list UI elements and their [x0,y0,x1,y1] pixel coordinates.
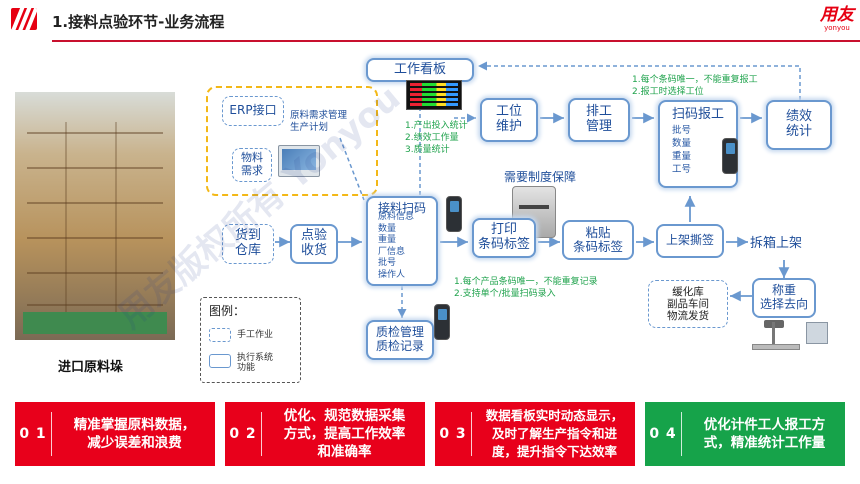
receive-scan-item: 批号 [378,258,397,268]
header-divider [52,40,860,42]
brand-logo: 用友 yonyou [820,6,854,32]
receive-scan-node: 接料扫码 [366,196,438,286]
page-title: 1.接料点验环节-业务流程 [52,13,225,31]
banner-text: 优化、规范数据采集 方式，提高工作效率 和准确率 [283,408,406,460]
computer-icon [278,145,320,177]
legend-manual-label: 手工作业 [237,330,274,340]
system-guarantee-text: 需要制度保障 [504,170,577,184]
shelve-tear-node: 上架撕签 [656,224,724,258]
dashboard-stat-3: 3.质量统计 [405,145,450,155]
raw-material-photo [15,92,175,340]
banner-number: 0 2 [229,426,257,442]
barcode-note-2: 2.报工时选择工位 [632,87,704,97]
handheld-scanner-icon [434,304,450,340]
scan-report-item: 重量 [672,151,692,162]
benefit-banner-1: 0 1 精准掌握原料数据， 减少误差和浪费 [15,402,215,466]
paste-node: 粘贴 条码标签 [562,220,634,260]
qc-node: 质检管理 质检记录 [366,320,434,360]
product-note-2: 2.支持单个/批量扫码录入 [454,289,556,299]
scan-report-item: 工号 [672,164,692,175]
legend-system-swatch [209,354,231,368]
scan-report-item: 数量 [672,138,692,149]
performance-node: 绩效 统计 [766,100,832,150]
computer-icon [806,322,828,344]
erp-region [206,86,378,196]
receive-scan-item: 原料信息 [378,212,415,222]
scan-report-list: 批号 数量 重量 工号 [672,124,691,176]
erp-interface-node: ERP接口 [222,96,284,126]
handheld-scanner-icon [722,138,738,174]
scan-report-item: 批号 [672,125,692,136]
product-note-1: 1.每个产品条码唯一，不能重复记录 [454,277,598,287]
unpack-text: 拆箱上架 [750,236,803,251]
schedule-node: 排工 管理 [568,98,630,142]
weigh-node: 称重 选择去向 [752,278,816,318]
dashboard-stat-1: 1.产出投入统计 [405,121,468,131]
dashboard-stat-2: 2.绩效工作量 [405,133,459,143]
banner-number: 0 1 [19,426,47,442]
buffer-node: 缓化库 副品车间 物流发货 [648,280,728,328]
banner-text: 优化计件工人报工方 式，精准统计工作量 [703,417,826,451]
barcode-note-1: 1.每个条码唯一，不能重复报工 [632,75,758,85]
handheld-scanner-icon [446,196,462,232]
receive-scan-item: 数量 [378,223,397,234]
legend-title: 图例： [209,304,246,318]
photo-caption: 进口原料垛 [58,360,124,375]
banner-number: 0 4 [649,426,677,442]
dashboard-node: 工作看板 [366,58,474,82]
benefit-banner-4: 0 4 优化计件工人报工方 式，精准统计工作量 [645,402,845,466]
receive-scan-item: 操作人 [378,269,406,280]
receive-scan-item: 重量 [378,235,397,245]
banner-number: 0 3 [439,426,467,442]
legend: 图例： 手工作业 执行系统 功能 [200,297,301,383]
material-demand-node: 物料 需求 [232,148,272,182]
product-barcode-note: 1.每个产品条码唯一，不能重复记录 2.支持单个/批量扫码录入 [454,276,598,300]
legend-system-label: 执行系统 功能 [237,353,274,373]
dashboard-stats-note: 1.产出投入统计 2.绩效工作量 3.质量统计 [405,120,468,156]
plan-note: 原料需求管理 生产计划 [290,110,348,133]
receive-scan-item: 厂信息 [378,246,406,257]
station-node: 工位 维护 [480,98,538,142]
header: 1.接料点验环节-业务流程 用友 yonyou [0,0,860,42]
brand-name: 用友 [820,5,854,25]
banner-text: 数据看板实时动态显示， 及时了解生产指令和进 度，提升指令下达效率 [485,408,624,459]
dashboard-screen-icon [406,80,462,110]
banner-text: 精准掌握原料数据， 减少误差和浪费 [73,417,196,451]
receive-scan-list: 原料信息 数量 重量 厂信息 批号 操作人 [378,212,414,281]
inspect-node: 点验 收货 [290,224,338,264]
arrive-node: 货到 仓库 [222,224,274,264]
logo-icon [11,8,37,30]
brand-sub: yonyou [824,24,850,32]
legend-manual-swatch [209,328,231,342]
scale-icon [752,320,800,354]
benefit-banner-3: 0 3 数据看板实时动态显示， 及时了解生产指令和进 度，提升指令下达效率 [435,402,635,466]
barcode-unique-note: 1.每个条码唯一，不能重复报工 2.报工时选择工位 [632,74,758,98]
print-node: 打印 条码标签 [472,218,536,258]
benefit-banner-2: 0 2 优化、规范数据采集 方式，提高工作效率 和准确率 [225,402,425,466]
